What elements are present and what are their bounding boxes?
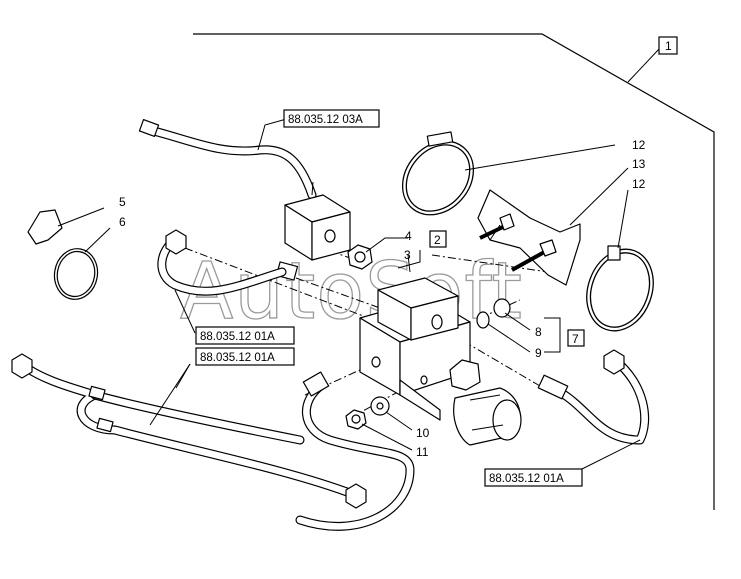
hose-clamp-icon bbox=[401, 131, 475, 216]
ref-right-label[interactable]: 88.035.12 01A bbox=[489, 473, 564, 485]
hydraulic-pipe-return-icon bbox=[295, 371, 415, 531]
clip-icon bbox=[27, 209, 63, 245]
ref-box-left1[interactable] bbox=[195, 326, 295, 345]
callout-2-label: 2 bbox=[434, 233, 441, 247]
callout-12b-label: 12 bbox=[632, 177, 646, 191]
ref-top-label[interactable]: 88.035.12 03A bbox=[288, 114, 363, 126]
ref-box-right[interactable] bbox=[484, 468, 583, 487]
nut-icon bbox=[347, 244, 373, 270]
ref-left2-label[interactable]: 88.035.12 01A bbox=[200, 352, 275, 364]
sensor-hose-icon bbox=[138, 119, 317, 200]
ref-box-left2[interactable] bbox=[195, 347, 295, 366]
callout-11-label: 11 bbox=[416, 445, 429, 459]
callout-3-label: 3 bbox=[404, 248, 411, 262]
callout-7-box bbox=[567, 329, 585, 347]
callout-10-label: 10 bbox=[416, 426, 430, 440]
plug-icon bbox=[476, 298, 511, 329]
hose-clamp-icon-6 bbox=[53, 248, 99, 300]
hydraulic-pipe-right-icon bbox=[537, 349, 650, 445]
callout-8-label: 8 bbox=[535, 325, 542, 339]
callout-7-label: 7 bbox=[572, 332, 579, 346]
callout-1-box bbox=[658, 36, 678, 55]
callout-6-label: 6 bbox=[119, 215, 126, 229]
hydraulic-pipe-long-icon bbox=[11, 353, 367, 509]
callout-1-label: 1 bbox=[665, 39, 672, 53]
bolt-icon bbox=[479, 213, 557, 272]
callout-9-label: 9 bbox=[535, 346, 542, 360]
hydraulic-valve-block-icon bbox=[359, 277, 522, 446]
nut-icon-11 bbox=[345, 409, 367, 430]
callout-4-label: 4 bbox=[405, 229, 412, 243]
callout-13-label: 13 bbox=[632, 157, 646, 171]
hose-clamp-icon-right bbox=[586, 245, 654, 332]
hydraulic-pipe-icon bbox=[157, 229, 287, 296]
assembly-frame-line bbox=[193, 33, 715, 510]
callout-2-box bbox=[429, 230, 447, 248]
callout-12a-label: 12 bbox=[632, 138, 646, 152]
ref-left1-label[interactable]: 88.035.12 01A bbox=[200, 331, 275, 343]
washer-icon bbox=[370, 396, 390, 416]
small-block-icon bbox=[284, 194, 351, 261]
ref-box-top[interactable] bbox=[283, 109, 380, 128]
callout-5-label: 5 bbox=[119, 195, 126, 209]
